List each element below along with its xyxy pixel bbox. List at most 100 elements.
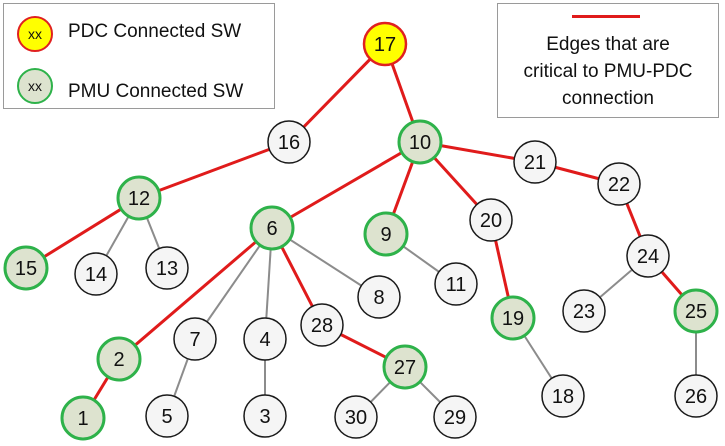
pmu-legend-symbol-text: xx xyxy=(28,78,42,94)
node-26-circle xyxy=(674,374,718,418)
node-28: 28 xyxy=(300,303,344,347)
node-17-label: 17 xyxy=(374,34,396,56)
node-1: 1 xyxy=(60,395,106,441)
node-24: 24 xyxy=(626,234,670,278)
node-5-circle xyxy=(145,394,189,438)
node-10: 10 xyxy=(397,119,443,165)
node-5: 5 xyxy=(145,394,189,438)
edge-16-12 xyxy=(138,140,290,200)
node-7-label: 7 xyxy=(189,329,200,351)
node-12-label: 12 xyxy=(128,188,150,210)
node-8-label: 8 xyxy=(373,287,384,309)
node-15-label: 15 xyxy=(15,258,37,280)
pdc-legend-label: PDC Connected SW xyxy=(68,21,242,42)
node-2-label: 2 xyxy=(113,349,124,371)
node-8: 8 xyxy=(357,275,401,319)
node-26-label: 26 xyxy=(685,386,707,408)
node-2: 2 xyxy=(96,336,142,382)
node-1-circle xyxy=(60,395,106,441)
node-4-circle xyxy=(243,317,287,361)
edge-legend: Edges that are critical to PMU-PDC conne… xyxy=(497,3,719,118)
node-22-label: 22 xyxy=(608,174,630,196)
pmu-legend-symbol: xx xyxy=(17,68,53,104)
node-23-circle xyxy=(562,289,606,333)
node-27-label: 27 xyxy=(394,357,416,379)
node-15-circle xyxy=(3,245,49,291)
node-20: 20 xyxy=(469,198,513,242)
node-12-circle xyxy=(116,175,162,221)
node-16-circle xyxy=(267,120,311,164)
node-5-label: 5 xyxy=(161,406,172,428)
node-19-circle xyxy=(490,295,536,341)
critical-edge-legend-line xyxy=(572,15,640,18)
node-18-circle xyxy=(541,374,585,418)
node-27: 27 xyxy=(382,344,428,390)
node-7-circle xyxy=(173,317,217,361)
node-30-circle xyxy=(334,395,378,439)
edge-legend-line-2: critical to PMU-PDC xyxy=(523,61,693,82)
node-26: 26 xyxy=(674,374,718,418)
node-24-label: 24 xyxy=(637,246,659,268)
edge-6-2 xyxy=(118,226,273,361)
node-20-circle xyxy=(469,198,513,242)
node-30: 30 xyxy=(334,395,378,439)
node-4: 4 xyxy=(243,317,287,361)
node-14: 14 xyxy=(74,252,118,296)
node-4-label: 4 xyxy=(259,329,270,351)
node-23-label: 23 xyxy=(573,301,595,323)
edge-legend-line-1: Edges that are xyxy=(546,34,670,55)
node-10-label: 10 xyxy=(409,132,431,154)
node-15: 15 xyxy=(3,245,49,291)
node-16: 16 xyxy=(267,120,311,164)
node-28-circle xyxy=(300,303,344,347)
node-21-label: 21 xyxy=(524,152,546,174)
node-30-label: 30 xyxy=(345,407,367,429)
node-24-circle xyxy=(626,234,670,278)
node-2-circle xyxy=(96,336,142,382)
node-28-label: 28 xyxy=(311,315,333,337)
node-11: 11 xyxy=(434,262,478,306)
node-21-circle xyxy=(513,140,557,184)
node-3: 3 xyxy=(243,394,287,438)
node-25-circle xyxy=(673,288,719,334)
node-9: 9 xyxy=(363,211,409,257)
pdc-legend-symbol: xx xyxy=(17,16,53,52)
node-6-label: 6 xyxy=(266,218,277,240)
node-22-circle xyxy=(597,162,641,206)
node-6-circle xyxy=(249,205,295,251)
node-22: 22 xyxy=(597,162,641,206)
node-14-circle xyxy=(74,252,118,296)
node-16-label: 16 xyxy=(278,132,300,154)
node-13-circle xyxy=(145,246,189,290)
node-18: 18 xyxy=(541,374,585,418)
node-17: 17 xyxy=(362,21,408,67)
node-1-label: 1 xyxy=(77,408,88,430)
node-8-circle xyxy=(357,275,401,319)
pmu-legend-label: PMU Connected SW xyxy=(68,81,244,102)
node-7: 7 xyxy=(173,317,217,361)
node-10-circle xyxy=(397,119,443,165)
node-23: 23 xyxy=(562,289,606,333)
node-11-circle xyxy=(434,262,478,306)
node-14-label: 14 xyxy=(85,264,107,286)
node-legend: xx PDC Connected SW xx PMU Connected SW xyxy=(3,3,275,109)
pdc-legend-symbol-text: xx xyxy=(28,26,42,42)
edge-17-16 xyxy=(287,42,387,144)
node-27-circle xyxy=(382,344,428,390)
node-29: 29 xyxy=(433,395,477,439)
node-29-circle xyxy=(433,395,477,439)
node-13: 13 xyxy=(145,246,189,290)
node-9-circle xyxy=(363,211,409,257)
node-13-label: 13 xyxy=(156,258,178,280)
node-21: 21 xyxy=(513,140,557,184)
edge-10-6 xyxy=(271,140,421,230)
edge-6-7 xyxy=(194,227,273,340)
node-25-label: 25 xyxy=(685,301,707,323)
node-19-label: 19 xyxy=(502,308,524,330)
node-29-label: 29 xyxy=(444,407,466,429)
edge-legend-line-3: connection xyxy=(562,88,654,109)
node-17-circle xyxy=(362,21,408,67)
node-3-circle xyxy=(243,394,287,438)
